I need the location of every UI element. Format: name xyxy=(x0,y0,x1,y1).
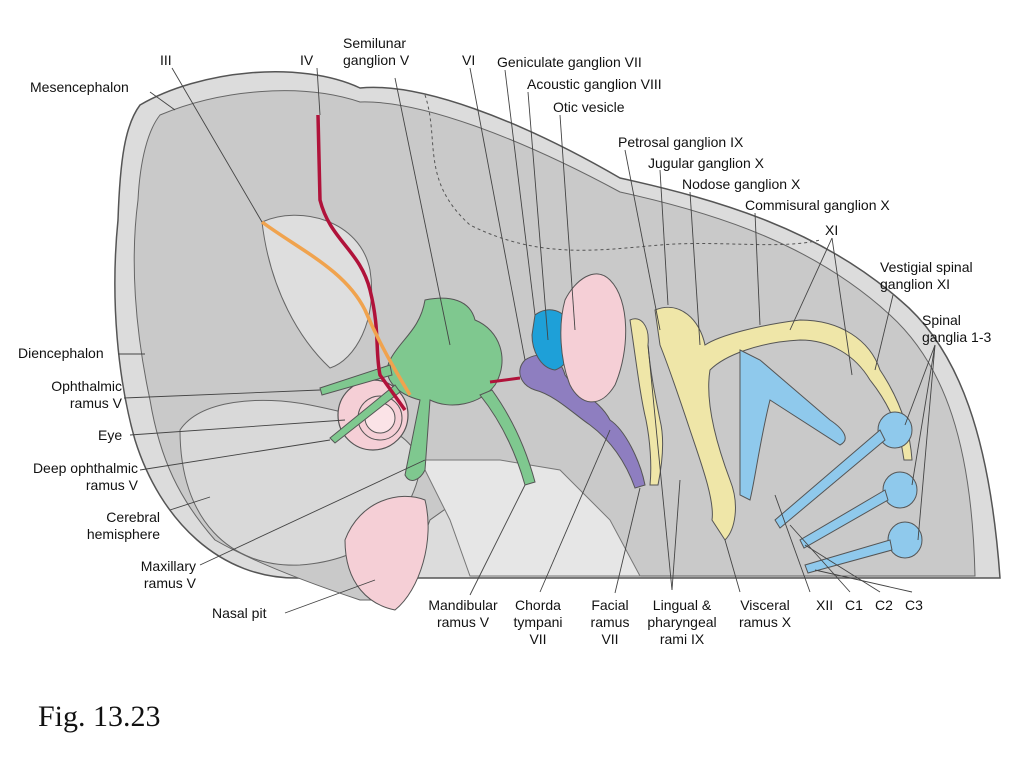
label-petrosal-ganglion: Petrosal ganglion IX xyxy=(618,134,744,150)
label-geniculate-ganglion: Geniculate ganglion VII xyxy=(497,54,642,70)
leader-lines xyxy=(118,67,936,614)
trochlear-nerve-IV xyxy=(316,114,407,412)
cervical-nerve-2 xyxy=(799,489,889,549)
label-chorda-tympani: Chorda tympani VII xyxy=(513,597,563,647)
ophthalmic-ramus-shape xyxy=(319,364,393,396)
label-facial-ramus: Facial ramus VII xyxy=(590,597,630,647)
spinal-ganglion-1 xyxy=(877,411,913,449)
glossopharyngeal-shape xyxy=(629,318,664,486)
label-vestigial-spinal-ganglion: Vestigial spinal ganglion XI xyxy=(880,259,973,292)
label-visceral-ramus: Visceral ramus X xyxy=(738,597,792,630)
label-eye: Eye xyxy=(98,427,123,443)
label-jugular-ganglion: Jugular ganglion X xyxy=(648,155,764,171)
label-acoustic-ganglion: Acoustic ganglion VIII xyxy=(527,76,662,92)
abducens-nerve-VI xyxy=(489,376,521,384)
label-XII: XII xyxy=(816,597,834,613)
label-otic-vesicle: Otic vesicle xyxy=(553,99,625,115)
label-ophthalmic-ramus: Ophthalmic ramus V xyxy=(51,378,122,411)
label-XI: XI xyxy=(825,222,839,238)
label-spinal-ganglia: Spinal ganglia 1-3 xyxy=(922,312,992,345)
label-maxillary-ramus: Maxillary ramus V xyxy=(140,558,196,591)
label-lingual-pharyngeal-rami: Lingual & pharyngeal rami IX xyxy=(647,597,717,647)
label-VI: VI xyxy=(462,52,476,68)
deep-ophthalmic-shape xyxy=(329,384,401,444)
label-C3: C3 xyxy=(905,597,923,613)
mandibular-ramus-shape xyxy=(479,389,536,486)
figure-caption: Fig. 13.23 xyxy=(38,700,161,733)
label-diencephalon: Diencephalon xyxy=(18,345,104,361)
label-III: III xyxy=(160,52,172,68)
label-C1: C1 xyxy=(845,597,863,613)
label-mesencephalon: Mesencephalon xyxy=(30,79,129,95)
oculomotor-nerve-III xyxy=(260,220,412,396)
label-nasal-pit: Nasal pit xyxy=(212,605,267,621)
label-commisural-ganglion: Commisural ganglion X xyxy=(745,197,890,213)
label-IV: IV xyxy=(300,52,314,68)
cervical-nerve-1 xyxy=(774,429,886,529)
label-C2: C2 xyxy=(875,597,893,613)
label-nodose-ganglion: Nodose ganglion X xyxy=(682,176,801,192)
label-semilunar-ganglion: Semilunar ganglion V xyxy=(343,35,410,68)
hypoglossal-shape xyxy=(739,349,846,501)
nasal-pit-shape xyxy=(344,495,429,611)
cervical-nerve-3 xyxy=(804,539,893,574)
eye-cup-region xyxy=(261,214,373,369)
label-deep-ophthalmic-ramus: Deep ophthalmic ramus V xyxy=(32,460,138,493)
otic-vesicle-shape xyxy=(560,273,627,403)
label-cerebral-hemisphere: Cerebral hemisphere xyxy=(86,509,160,542)
spinal-ganglion-3 xyxy=(887,521,923,559)
label-mandibular-ramus: Mandibular ramus V xyxy=(428,597,498,630)
spinal-ganglion-2 xyxy=(882,471,918,509)
geniculate-ganglion-shape xyxy=(519,354,646,489)
vagus-shape xyxy=(654,307,913,541)
pharynx-region xyxy=(419,459,641,577)
